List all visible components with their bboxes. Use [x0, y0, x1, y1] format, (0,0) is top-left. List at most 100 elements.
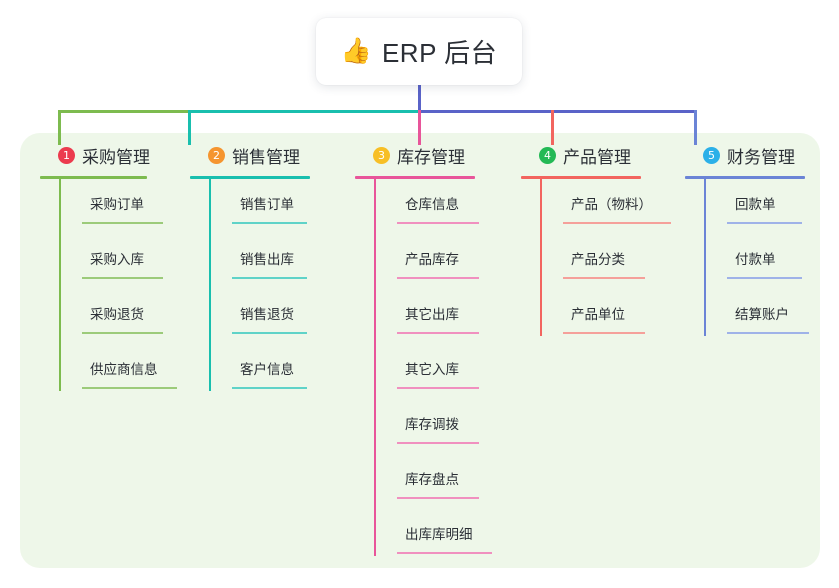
list-item[interactable]: 回款单	[727, 179, 805, 234]
branch-header-4[interactable]: 4 产品管理	[521, 143, 641, 167]
root-stem-line	[418, 85, 421, 112]
child-rule	[563, 277, 645, 279]
branch-header-2[interactable]: 2 销售管理	[190, 143, 310, 167]
list-item[interactable]: 仓库信息	[397, 179, 479, 234]
branch-title-1: 采购管理	[82, 147, 150, 167]
branch-children-1: 采购订单 采购入库 采购退货 供应商信息	[59, 179, 177, 399]
child-rule	[232, 277, 307, 279]
branch-trunk-1	[59, 179, 61, 391]
branch-column-4: 4 产品管理 产品（物料） 产品分类 产品单位	[521, 143, 671, 344]
root-node-erp-backend[interactable]: 👍 ERP 后台	[316, 18, 522, 85]
child-label: 结算账户	[735, 307, 789, 322]
branch-title-2: 销售管理	[232, 147, 300, 167]
child-label: 产品（物料）	[571, 197, 652, 212]
thumbs-up-icon: 👍	[340, 37, 372, 65]
branch-rule-2	[190, 176, 310, 179]
branch-rule-1	[40, 176, 147, 179]
child-rule	[397, 387, 479, 389]
connector-drop-2	[188, 110, 191, 145]
branch-rule-3	[355, 176, 475, 179]
diagram-panel-background	[20, 133, 820, 568]
branch-title-3: 库存管理	[397, 147, 465, 167]
list-item[interactable]: 销售出库	[232, 234, 310, 289]
branch-badge-2: 2	[208, 146, 225, 164]
list-item[interactable]: 销售退货	[232, 289, 310, 344]
child-label: 仓库信息	[405, 197, 459, 212]
child-label: 库存调拨	[405, 417, 459, 432]
branch-header-5[interactable]: 5 财务管理	[685, 143, 805, 167]
child-rule	[82, 332, 163, 334]
child-label: 付款单	[735, 252, 776, 267]
list-item[interactable]: 产品分类	[563, 234, 645, 289]
child-label: 采购订单	[90, 197, 144, 212]
list-item[interactable]: 销售订单	[232, 179, 310, 234]
child-rule	[397, 497, 479, 499]
list-item[interactable]: 其它出库	[397, 289, 479, 344]
branch-title-5: 财务管理	[727, 147, 795, 167]
child-label: 采购退货	[90, 307, 144, 322]
connector-bus-segment-3	[418, 110, 696, 113]
branch-title-4: 产品管理	[563, 147, 631, 167]
branch-children-3: 仓库信息 产品库存 其它出库 其它入库 库存调拨 库存盘点	[374, 179, 492, 564]
child-label: 回款单	[735, 197, 776, 212]
list-item[interactable]: 库存调拨	[397, 399, 479, 454]
list-item[interactable]: 出库库明细	[397, 509, 492, 564]
list-item[interactable]: 客户信息	[232, 344, 310, 399]
branch-column-5: 5 财务管理 回款单 付款单 结算账户	[685, 143, 809, 344]
child-rule	[727, 332, 809, 334]
branch-trunk-2	[209, 179, 211, 391]
branch-trunk-4	[540, 179, 542, 336]
child-rule	[727, 277, 802, 279]
child-rule	[397, 552, 492, 554]
child-label: 出库库明细	[405, 527, 473, 542]
list-item[interactable]: 结算账户	[727, 289, 809, 344]
child-label: 产品单位	[571, 307, 625, 322]
branch-column-2: 2 销售管理 销售订单 销售出库 销售退货 客户信息	[190, 143, 310, 399]
child-label: 销售订单	[240, 197, 294, 212]
branch-header-1[interactable]: 1 采购管理	[40, 143, 150, 167]
connector-drop-1	[58, 110, 61, 145]
branch-header-3[interactable]: 3 库存管理	[355, 143, 475, 167]
child-rule	[397, 222, 479, 224]
connector-drop-5	[694, 110, 697, 145]
child-rule	[397, 442, 479, 444]
child-rule	[727, 222, 802, 224]
branch-children-2: 销售订单 销售出库 销售退货 客户信息	[209, 179, 310, 399]
branch-badge-3: 3	[373, 146, 390, 164]
child-rule	[563, 332, 645, 334]
child-rule	[82, 277, 163, 279]
connector-drop-3	[418, 110, 421, 145]
child-rule	[397, 332, 479, 334]
list-item[interactable]: 采购入库	[82, 234, 163, 289]
list-item[interactable]: 付款单	[727, 234, 805, 289]
branch-column-1: 1 采购管理 采购订单 采购入库 采购退货 供应商信息	[40, 143, 177, 399]
root-node-title: ERP 后台	[381, 38, 498, 68]
child-label: 客户信息	[240, 362, 294, 377]
list-item[interactable]: 采购退货	[82, 289, 163, 344]
branch-rule-5	[685, 176, 805, 179]
child-label: 产品库存	[405, 252, 459, 267]
connector-drop-4	[551, 110, 554, 145]
list-item[interactable]: 采购订单	[82, 179, 163, 234]
child-label: 销售退货	[240, 307, 294, 322]
list-item[interactable]: 产品库存	[397, 234, 479, 289]
branch-trunk-3	[374, 179, 376, 556]
child-rule	[563, 222, 671, 224]
branch-badge-1: 1	[58, 146, 75, 164]
child-rule	[232, 387, 307, 389]
list-item[interactable]: 库存盘点	[397, 454, 479, 509]
child-label: 库存盘点	[405, 472, 459, 487]
list-item[interactable]: 产品（物料）	[563, 179, 671, 234]
branch-children-4: 产品（物料） 产品分类 产品单位	[540, 179, 671, 344]
branch-badge-5: 5	[703, 146, 720, 164]
child-label: 销售出库	[240, 252, 294, 267]
list-item[interactable]: 供应商信息	[82, 344, 177, 399]
child-label: 供应商信息	[90, 362, 158, 377]
child-label: 其它入库	[405, 362, 459, 377]
child-rule	[397, 277, 479, 279]
connector-bus-segment-2	[188, 110, 420, 113]
list-item[interactable]: 产品单位	[563, 289, 645, 344]
list-item[interactable]: 其它入库	[397, 344, 479, 399]
child-label: 其它出库	[405, 307, 459, 322]
